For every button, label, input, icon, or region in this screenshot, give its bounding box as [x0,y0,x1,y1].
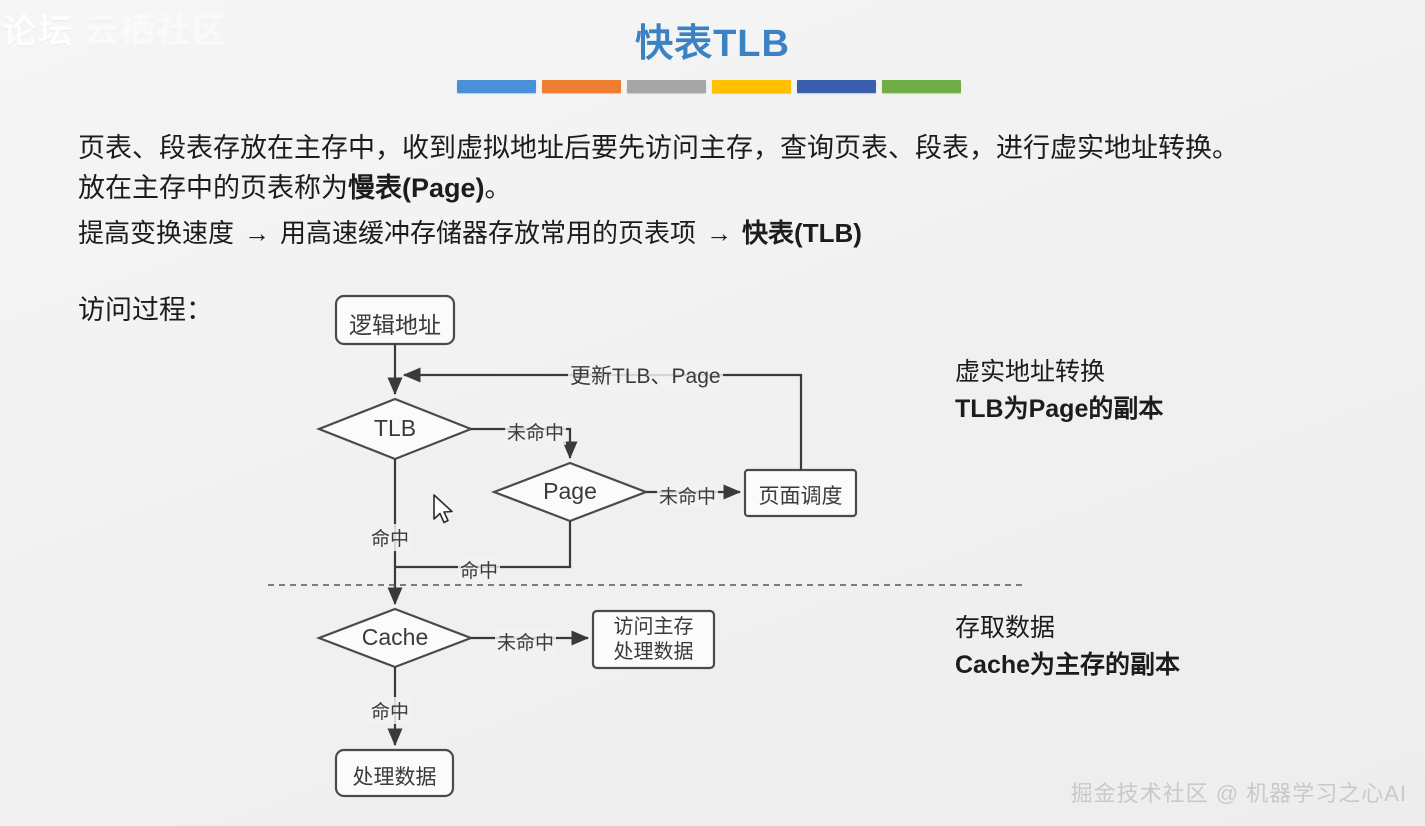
paragraph-2-suffix: 。 [484,173,512,203]
bar-darkblue [797,80,876,93]
node-access-main-memory-shape [591,609,716,670]
bar-yellow [712,80,791,93]
node-process-data-shape [334,748,455,798]
node-page-label: Page [543,478,597,504]
edge-label-page-hit: 命中 [458,556,501,583]
node-cache-label: Cache [361,624,429,650]
node-access-main-memory-label: 访问主存 处理数据 [593,615,714,665]
edge-page-hit-to-main [395,521,572,569]
annotation-address-translation: 虚实地址转换 TLB为Page的副本 [955,354,1163,428]
annotation-top-line2: TLB为Page的副本 [955,395,1164,423]
paragraph-2: 放在主存中的页表称为慢表(Page)。 [78,168,512,208]
annotation-bottom-line2: Cache为主存的副本 [955,651,1181,679]
node-access-main-memory-line2: 处理数据 [613,641,694,663]
paragraph-1: 页表、段表存放在主存中，收到虚拟地址后要先访问主存，查询页表、段表，进行虚实地址… [78,133,1239,163]
bar-orange [542,80,621,93]
edge-tlb-miss-to-page [471,427,578,460]
edge-label-cache-miss: 未命中 [495,628,557,655]
edge-label-cache-hit: 命中 [369,697,412,724]
page-title: 快表TLB [635,23,790,65]
title-color-bars [457,80,961,93]
node-access-main-memory-line1: 访问主存 [613,616,694,638]
node-page-scheduling-shape [743,468,858,518]
arrow-right-icon-2: → [706,218,733,248]
annotation-data-access: 存取数据 Cache为主存的副本 [955,610,1180,684]
watermark-bottom-right: 掘金技术社区 @ 机器学习之心AI [1070,781,1407,806]
node-cache-shape [315,607,475,669]
edge-label-page-miss: 未命中 [657,482,719,509]
node-logical-address-label: 逻辑地址 [349,312,441,338]
mouse-cursor-icon [433,494,453,524]
node-logical-address-shape [334,294,456,346]
paragraph-2-prefix: 放在主存中的页表称为 [78,173,348,203]
annotation-top-line1: 虚实地址转换 [955,358,1106,386]
paragraph-3-part-a: 提高变换速度 [78,218,235,248]
access-process-label: 访问过程： [78,295,213,325]
node-process-data-label: 处理数据 [352,766,437,789]
bar-gray [627,80,706,93]
bar-green [882,80,961,93]
paragraph-2-bold: 慢表(Page) [348,173,485,203]
edge-label-update-tlb-page: 更新TLB、Page [568,360,723,390]
edge-label-tlb-hit: 命中 [369,524,412,551]
paragraph-3-part-b: 用高速缓冲存储器存放常用的页表项 [280,218,697,248]
bar-blue [457,80,536,93]
node-page-shape [490,461,650,523]
paragraph-3-part-c: 快表(TLB) [742,218,862,248]
arrow-right-icon-1: → [244,218,271,248]
edge-update-tlb-page [402,367,803,470]
node-tlb-shape [316,397,474,461]
node-page-scheduling-label: 页面调度 [758,485,843,508]
node-tlb-label: TLB [373,415,417,441]
annotation-bottom-line1: 存取数据 [955,614,1056,642]
paragraph-3: 提高变换速度 → 用高速缓冲存储器存放常用的页表项 → 快表(TLB) [78,213,862,253]
edge-label-tlb-miss: 未命中 [505,418,567,445]
